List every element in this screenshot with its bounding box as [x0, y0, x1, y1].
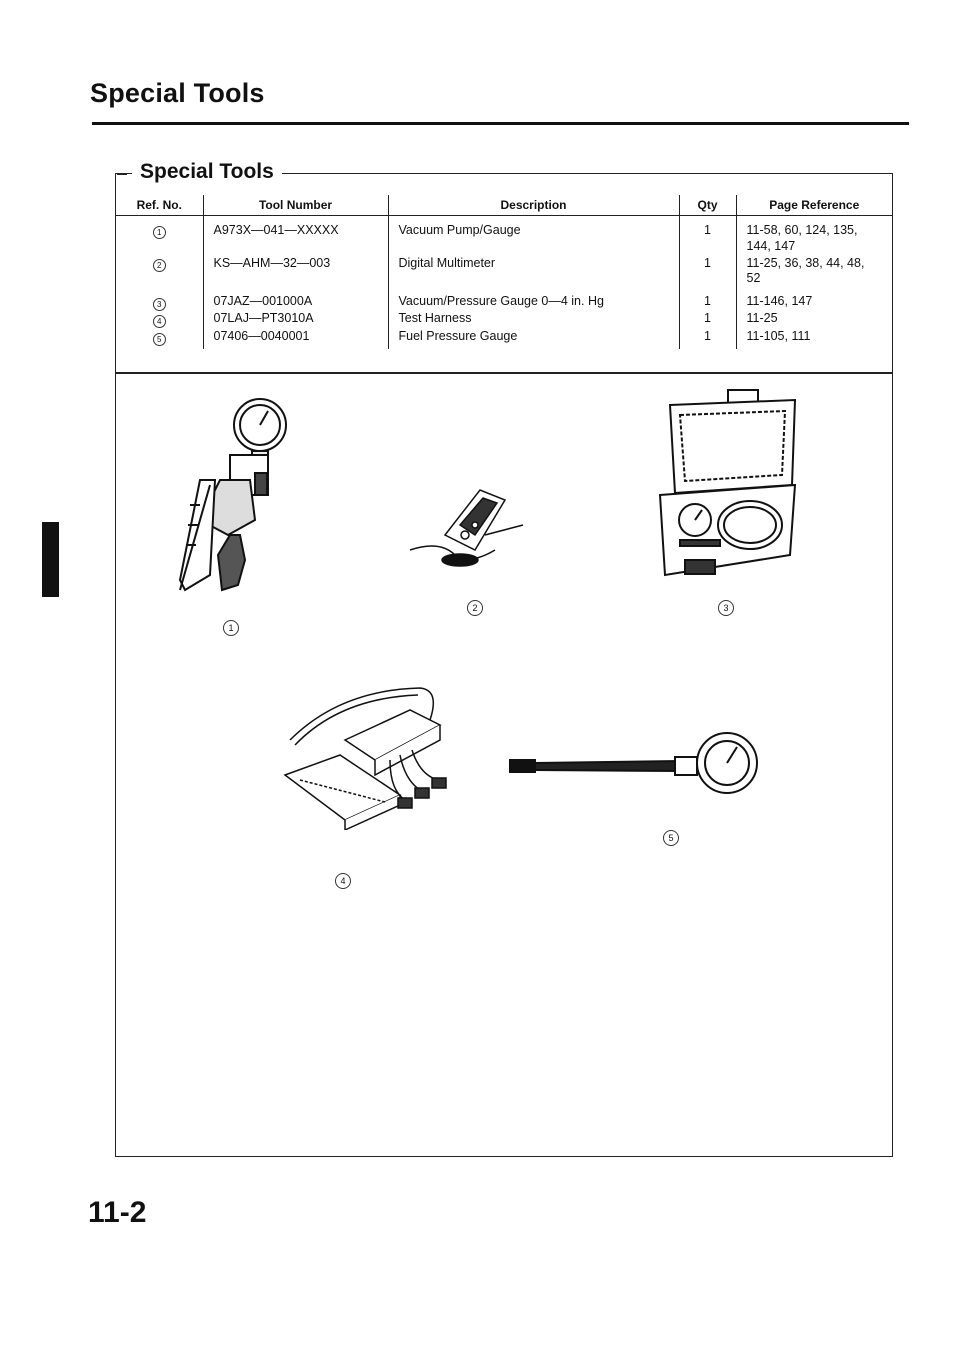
- ref-circle: 1: [152, 226, 166, 239]
- qty-cell: 1: [678, 328, 736, 349]
- table-row: 2 KS—AHM—32—003 Digital Multimeter 1 11-…: [116, 254, 892, 294]
- tool-number-cell: A973X—041—XXXXX: [202, 215, 388, 255]
- table-row: 3 07JAZ—001000A Vacuum/Pressure Gauge 0—…: [116, 293, 892, 311]
- page-reference-cell: 11-58, 60, 124, 135, 144, 147: [735, 215, 892, 255]
- qty-cell: 1: [678, 293, 736, 311]
- page-title: Special Tools: [90, 78, 265, 108]
- figure-caption-2: 2: [467, 600, 483, 616]
- description-cell: Vacuum/Pressure Gauge 0—4 in. Hg: [387, 293, 679, 311]
- header-ref: Ref. No.: [116, 195, 203, 216]
- description-cell: Test Harness: [387, 311, 679, 329]
- qty-cell: 1: [678, 311, 736, 329]
- tool-number-cell: 07LAJ—PT3010A: [202, 311, 388, 329]
- description-cell: Fuel Pressure Gauge: [387, 328, 679, 349]
- fuel-pressure-gauge-illustration: [509, 732, 758, 794]
- table-row: 1 A973X—041—XXXXX Vacuum Pump/Gauge 1 11…: [116, 215, 892, 255]
- tool-number-cell: 07JAZ—001000A: [202, 293, 388, 311]
- qty-cell: 1: [678, 254, 736, 294]
- box-corner-tick: [117, 173, 127, 175]
- box-title: Special Tools: [132, 160, 282, 184]
- ref-circle: 5: [152, 332, 166, 346]
- special-tools-box: [115, 173, 893, 1157]
- page-reference-cell: 11-105, 111: [735, 328, 892, 349]
- test-harness-illustration: [283, 687, 447, 830]
- header-page-reference: Page Reference: [735, 195, 892, 216]
- qty-cell: 1: [678, 215, 736, 255]
- page-reference-cell: 11-25: [735, 311, 892, 329]
- description-cell: Vacuum Pump/Gauge: [387, 215, 679, 255]
- figure-caption-4: 4: [335, 873, 351, 889]
- section-tab: [42, 522, 59, 597]
- page-reference-cell: 11-146, 147: [735, 293, 892, 311]
- figure-caption-1: 1: [223, 620, 239, 636]
- page-number: 11-2: [88, 1196, 147, 1229]
- tool-number-cell: 07406—0040001: [202, 328, 388, 349]
- figure-caption-5: 5: [663, 830, 679, 846]
- title-rule: [92, 122, 909, 125]
- table-header-row: Ref. No. Tool Number Description Qty Pag…: [116, 195, 892, 216]
- tool-number-cell: KS—AHM—32—003: [202, 254, 388, 294]
- table-row: 5 07406—0040001 Fuel Pressure Gauge 1 11…: [116, 328, 892, 349]
- digital-multimeter-illustration: [409, 489, 524, 567]
- header-description: Description: [387, 195, 679, 216]
- ref-circle: 2: [152, 258, 166, 272]
- page-reference-cell: 11-25, 36, 38, 44, 48, 52: [735, 254, 892, 294]
- description-cell: Digital Multimeter: [387, 254, 679, 294]
- header-qty: Qty: [678, 195, 736, 216]
- table-row: 4 07LAJ—PT3010A Test Harness 1 11-25: [116, 311, 892, 329]
- header-tool-number: Tool Number: [202, 195, 388, 216]
- figure-caption-3: 3: [718, 600, 734, 616]
- ref-circle: 4: [152, 315, 166, 328]
- tools-table: Ref. No. Tool Number Description Qty Pag…: [116, 195, 892, 349]
- gauge-kit-case-illustration: [658, 389, 797, 577]
- table-bottom-rule: [116, 372, 892, 374]
- ref-circle: 3: [152, 297, 166, 311]
- vacuum-pump-illustration: [178, 398, 287, 592]
